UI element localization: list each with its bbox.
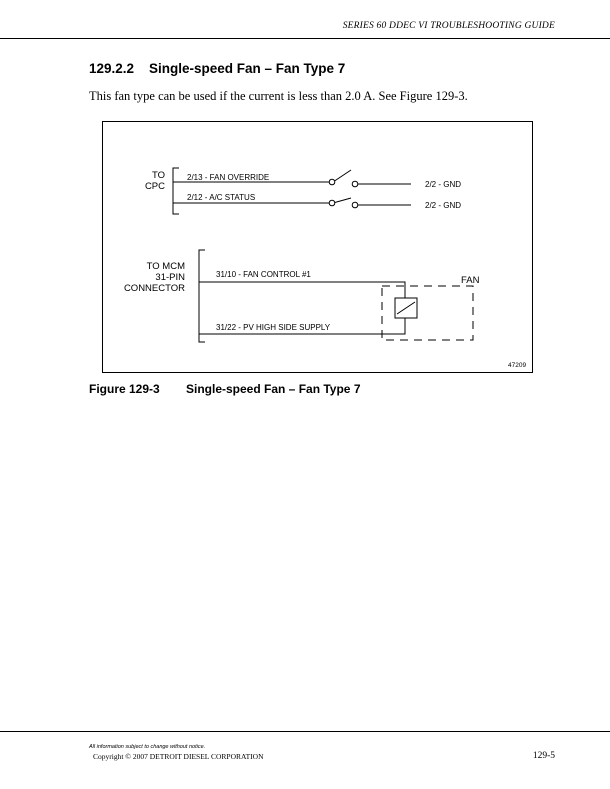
- cpc-label-line2: CPC: [145, 181, 165, 192]
- fan-control-label: 31/10 - FAN CONTROL #1: [216, 270, 311, 279]
- section-heading: 129.2.2 Single-speed Fan – Fan Type 7: [89, 61, 345, 76]
- wiring-diagram-figure: TO CPC 2/13 - FAN OVERRIDE 2/12 - A/C ST…: [102, 121, 533, 373]
- mcm-label-line3: CONNECTOR: [124, 283, 185, 294]
- fan-relay-diagonal: [396, 301, 416, 315]
- fan-relay-box: [394, 297, 418, 319]
- pv-supply-wire: [199, 318, 406, 335]
- figure-number: Figure 129-3: [89, 382, 160, 396]
- cpc-label-line1: TO: [152, 170, 165, 181]
- gnd-bottom-label: 2/2 - GND: [425, 201, 461, 210]
- pv-supply-label: 31/22 - PV HIGH SIDE SUPPLY: [216, 323, 331, 332]
- wiring-diagram: TO CPC 2/13 - FAN OVERRIDE 2/12 - A/C ST…: [124, 167, 526, 369]
- fan-override-switch-contact-right: [351, 180, 359, 188]
- fan-enclosure: [381, 285, 474, 341]
- body-paragraph: This fan type can be used if the current…: [89, 89, 468, 103]
- ac-status-switch-contact-left: [328, 199, 336, 207]
- footer-copyright: Copyright © 2007 DETROIT DIESEL CORPORAT…: [93, 752, 264, 761]
- ac-status-switch-contact-right: [351, 201, 359, 209]
- figure-caption: Figure 129-3 Single-speed Fan – Fan Type …: [89, 382, 361, 396]
- fan-control-wire: [199, 281, 406, 298]
- ac-status-label: 2/12 - A/C STATUS: [187, 193, 255, 202]
- mcm-connector-bracket: [198, 249, 205, 343]
- section-number: 129.2.2: [89, 61, 135, 76]
- running-header: SERIES 60 DDEC VI TROUBLESHOOTING GUIDE: [342, 21, 555, 31]
- ac-status-switch-arm: [332, 197, 352, 204]
- mcm-label-line2: 31-PIN: [155, 272, 185, 283]
- gnd-top-label: 2/2 - GND: [425, 180, 461, 189]
- figure-title: Single-speed Fan – Fan Type 7: [186, 382, 361, 396]
- figure-id: 47209: [508, 362, 526, 369]
- fan-override-switch-arm: [332, 169, 352, 183]
- mcm-label-line1: TO MCM: [147, 261, 185, 272]
- header-rule: [0, 38, 610, 39]
- fan-override-switch-contact-left: [328, 178, 336, 186]
- footer-disclaimer: All information subject to change withou…: [89, 744, 206, 750]
- footer-rule: [0, 731, 610, 732]
- fan-override-label: 2/13 - FAN OVERRIDE: [187, 173, 269, 182]
- fan-label: FAN: [461, 275, 480, 286]
- section-title: Single-speed Fan – Fan Type 7: [149, 61, 346, 76]
- cpc-connector-bracket: [172, 167, 179, 215]
- page-number: 129-5: [532, 751, 555, 761]
